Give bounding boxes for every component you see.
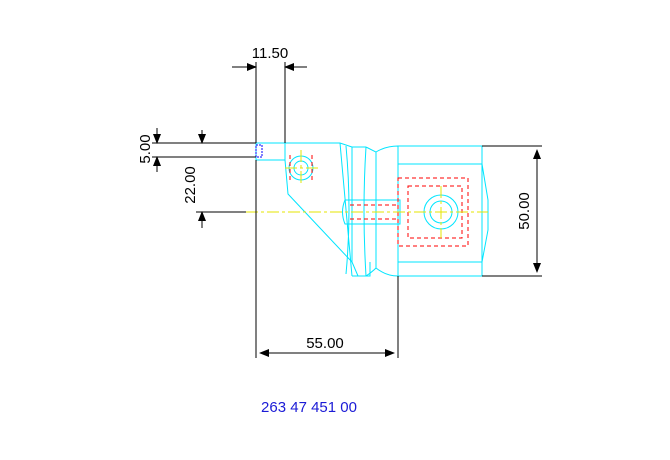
dim-step-height-label: 5.00 (137, 134, 154, 163)
draw-bar (342, 199, 401, 225)
dim-body-diameter-label: 50.00 (516, 192, 533, 230)
shank-body (397, 145, 483, 277)
shank-taper (481, 163, 489, 263)
rib-left (339, 142, 353, 277)
rib-groove (352, 146, 377, 277)
dim-center-offset-label: 22.00 (182, 166, 199, 204)
centerlines (246, 150, 488, 238)
head-chamfer (255, 143, 353, 263)
part-outline (255, 142, 489, 277)
part-number: 263 47 451 00 (261, 399, 357, 416)
dim-top-width-label: 11.50 (252, 45, 288, 62)
dim-overall-length-label: 55.00 (306, 335, 344, 352)
head-outline (256, 142, 371, 277)
blue-marker (255, 144, 263, 158)
dimension-lines (152, 62, 542, 358)
rib-right (375, 145, 399, 277)
